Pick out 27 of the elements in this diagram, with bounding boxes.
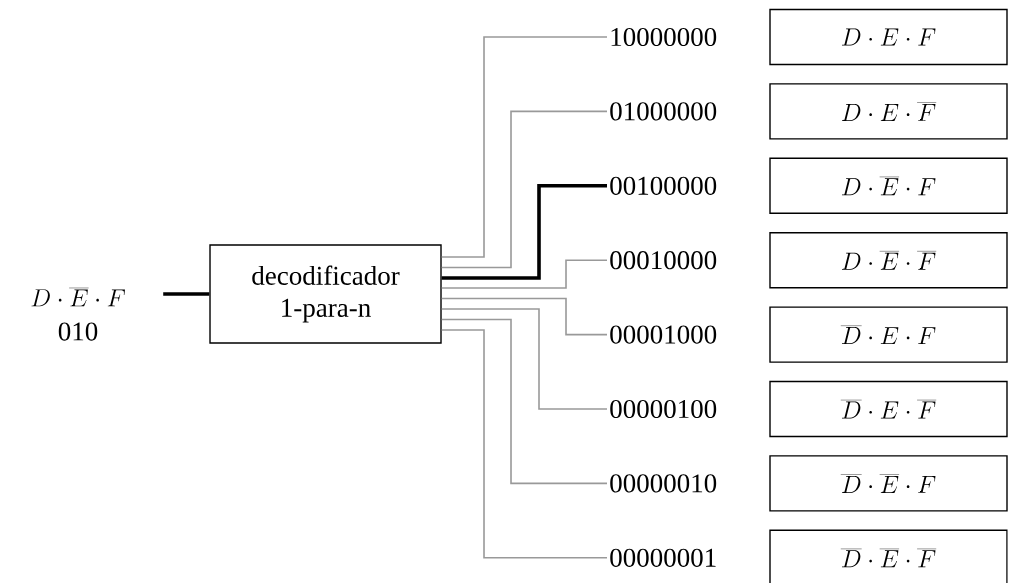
output-code: 00010000: [610, 251, 717, 270]
wire: [440, 259, 608, 289]
minterm-box: $\overline{D}\cdot\overline{E}\cdot F$: [769, 455, 1008, 512]
wire: [440, 110, 608, 269]
output-code: 00000100: [610, 399, 717, 419]
output-code: 00100000: [610, 176, 717, 195]
minterm-box: $\overline{D}\cdot E\cdot F$: [769, 306, 1008, 363]
minterm-box: $D\cdot\overline{E}\cdot\overline{F}$: [769, 232, 1008, 289]
minterm-box: $D\cdot E\cdot\overline{F}$: [769, 83, 1008, 140]
minterm-box: $D\cdot E\cdot F$: [769, 8, 1008, 66]
output-code: 00000001: [610, 548, 716, 567]
minterm-box: $\overline{D}\cdot E\cdot\overline{F}$: [769, 380, 1008, 438]
wire: [163, 292, 210, 296]
output-code: 00001000: [610, 325, 717, 344]
decoder-box: decodificador 1-para-n: [209, 244, 442, 344]
output-code: 10000000: [611, 27, 717, 47]
input-label: $D\cdot\overline{E}\cdot F$ 010: [31, 287, 125, 341]
minterm-box: $D\cdot\overline{E}\cdot F$: [769, 157, 1008, 214]
wire: [440, 318, 608, 485]
wire: [441, 184, 607, 280]
wire: [440, 329, 608, 559]
wire: [440, 36, 608, 258]
output-code: 00000010: [610, 474, 717, 493]
minterm-box: $\overline{D}\cdot\overline{E}\cdot\overline{F}$: [769, 529, 1008, 583]
wire: [440, 308, 608, 410]
wire: [440, 297, 608, 336]
output-code: 01000000: [610, 102, 717, 121]
